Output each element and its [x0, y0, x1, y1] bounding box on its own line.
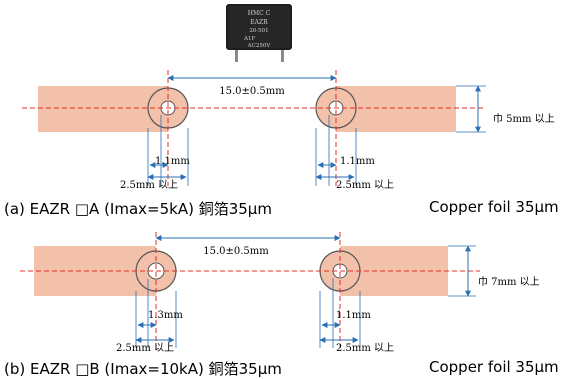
component-rating: AC250V [247, 43, 272, 49]
land-label-right-a: 2.5mm 以上 [336, 179, 394, 191]
caption-a-text: (a) EAZR □A (Imax=5kA) 銅箔35μm [4, 200, 272, 218]
component-line2: A1F [243, 36, 255, 42]
hole-label-right-a: 1.1mm [340, 156, 375, 167]
land-label-left-a: 2.5mm 以上 [120, 179, 178, 191]
hole-label-left-a: 1.1mm [155, 156, 190, 167]
hole-label-left-b: 1.3mm [148, 310, 183, 321]
land-label-right-b: 2.5mm 以上 [336, 342, 394, 354]
width-label-b: 巾 7mm 以上 [478, 275, 540, 288]
pitch-label-a: 15.0±0.5mm [219, 86, 285, 97]
component-line1: 20-501 [249, 28, 268, 34]
component-image: HMC C EAZR 20-501 A1F AC250V [226, 4, 292, 62]
copper-strip-left-a [38, 86, 168, 132]
pitch-label-b: 15.0±0.5mm [203, 246, 269, 257]
component-brand: HMC C [248, 10, 271, 17]
caption-a-english: Copper foil 35μm [429, 198, 559, 216]
caption-b: (b) EAZR □B (Imax=10kA) 銅箔35μm Copper fo… [4, 358, 559, 379]
component-model: EAZR [250, 19, 268, 26]
caption-a: (a) EAZR □A (Imax=5kA) 銅箔35μm Copper foi… [4, 198, 559, 219]
land-label-left-b: 2.5mm 以上 [116, 342, 174, 354]
caption-b-text: (b) EAZR □B (Imax=10kA) 銅箔35μm [4, 360, 282, 378]
hole-label-right-b: 1.1mm [336, 310, 371, 321]
diagram-b: 15.0±0.5mm 巾 7mm 以上 1.3mm 2.5mm 以上 1.1mm… [20, 232, 540, 354]
width-label-a: 巾 5mm 以上 [493, 112, 555, 125]
caption-b-english: Copper foil 35μm [429, 358, 559, 376]
diagram-a: 15.0±0.5mm 巾 5mm 以上 1.1mm 2.5mm 以上 1.1mm… [22, 70, 555, 191]
